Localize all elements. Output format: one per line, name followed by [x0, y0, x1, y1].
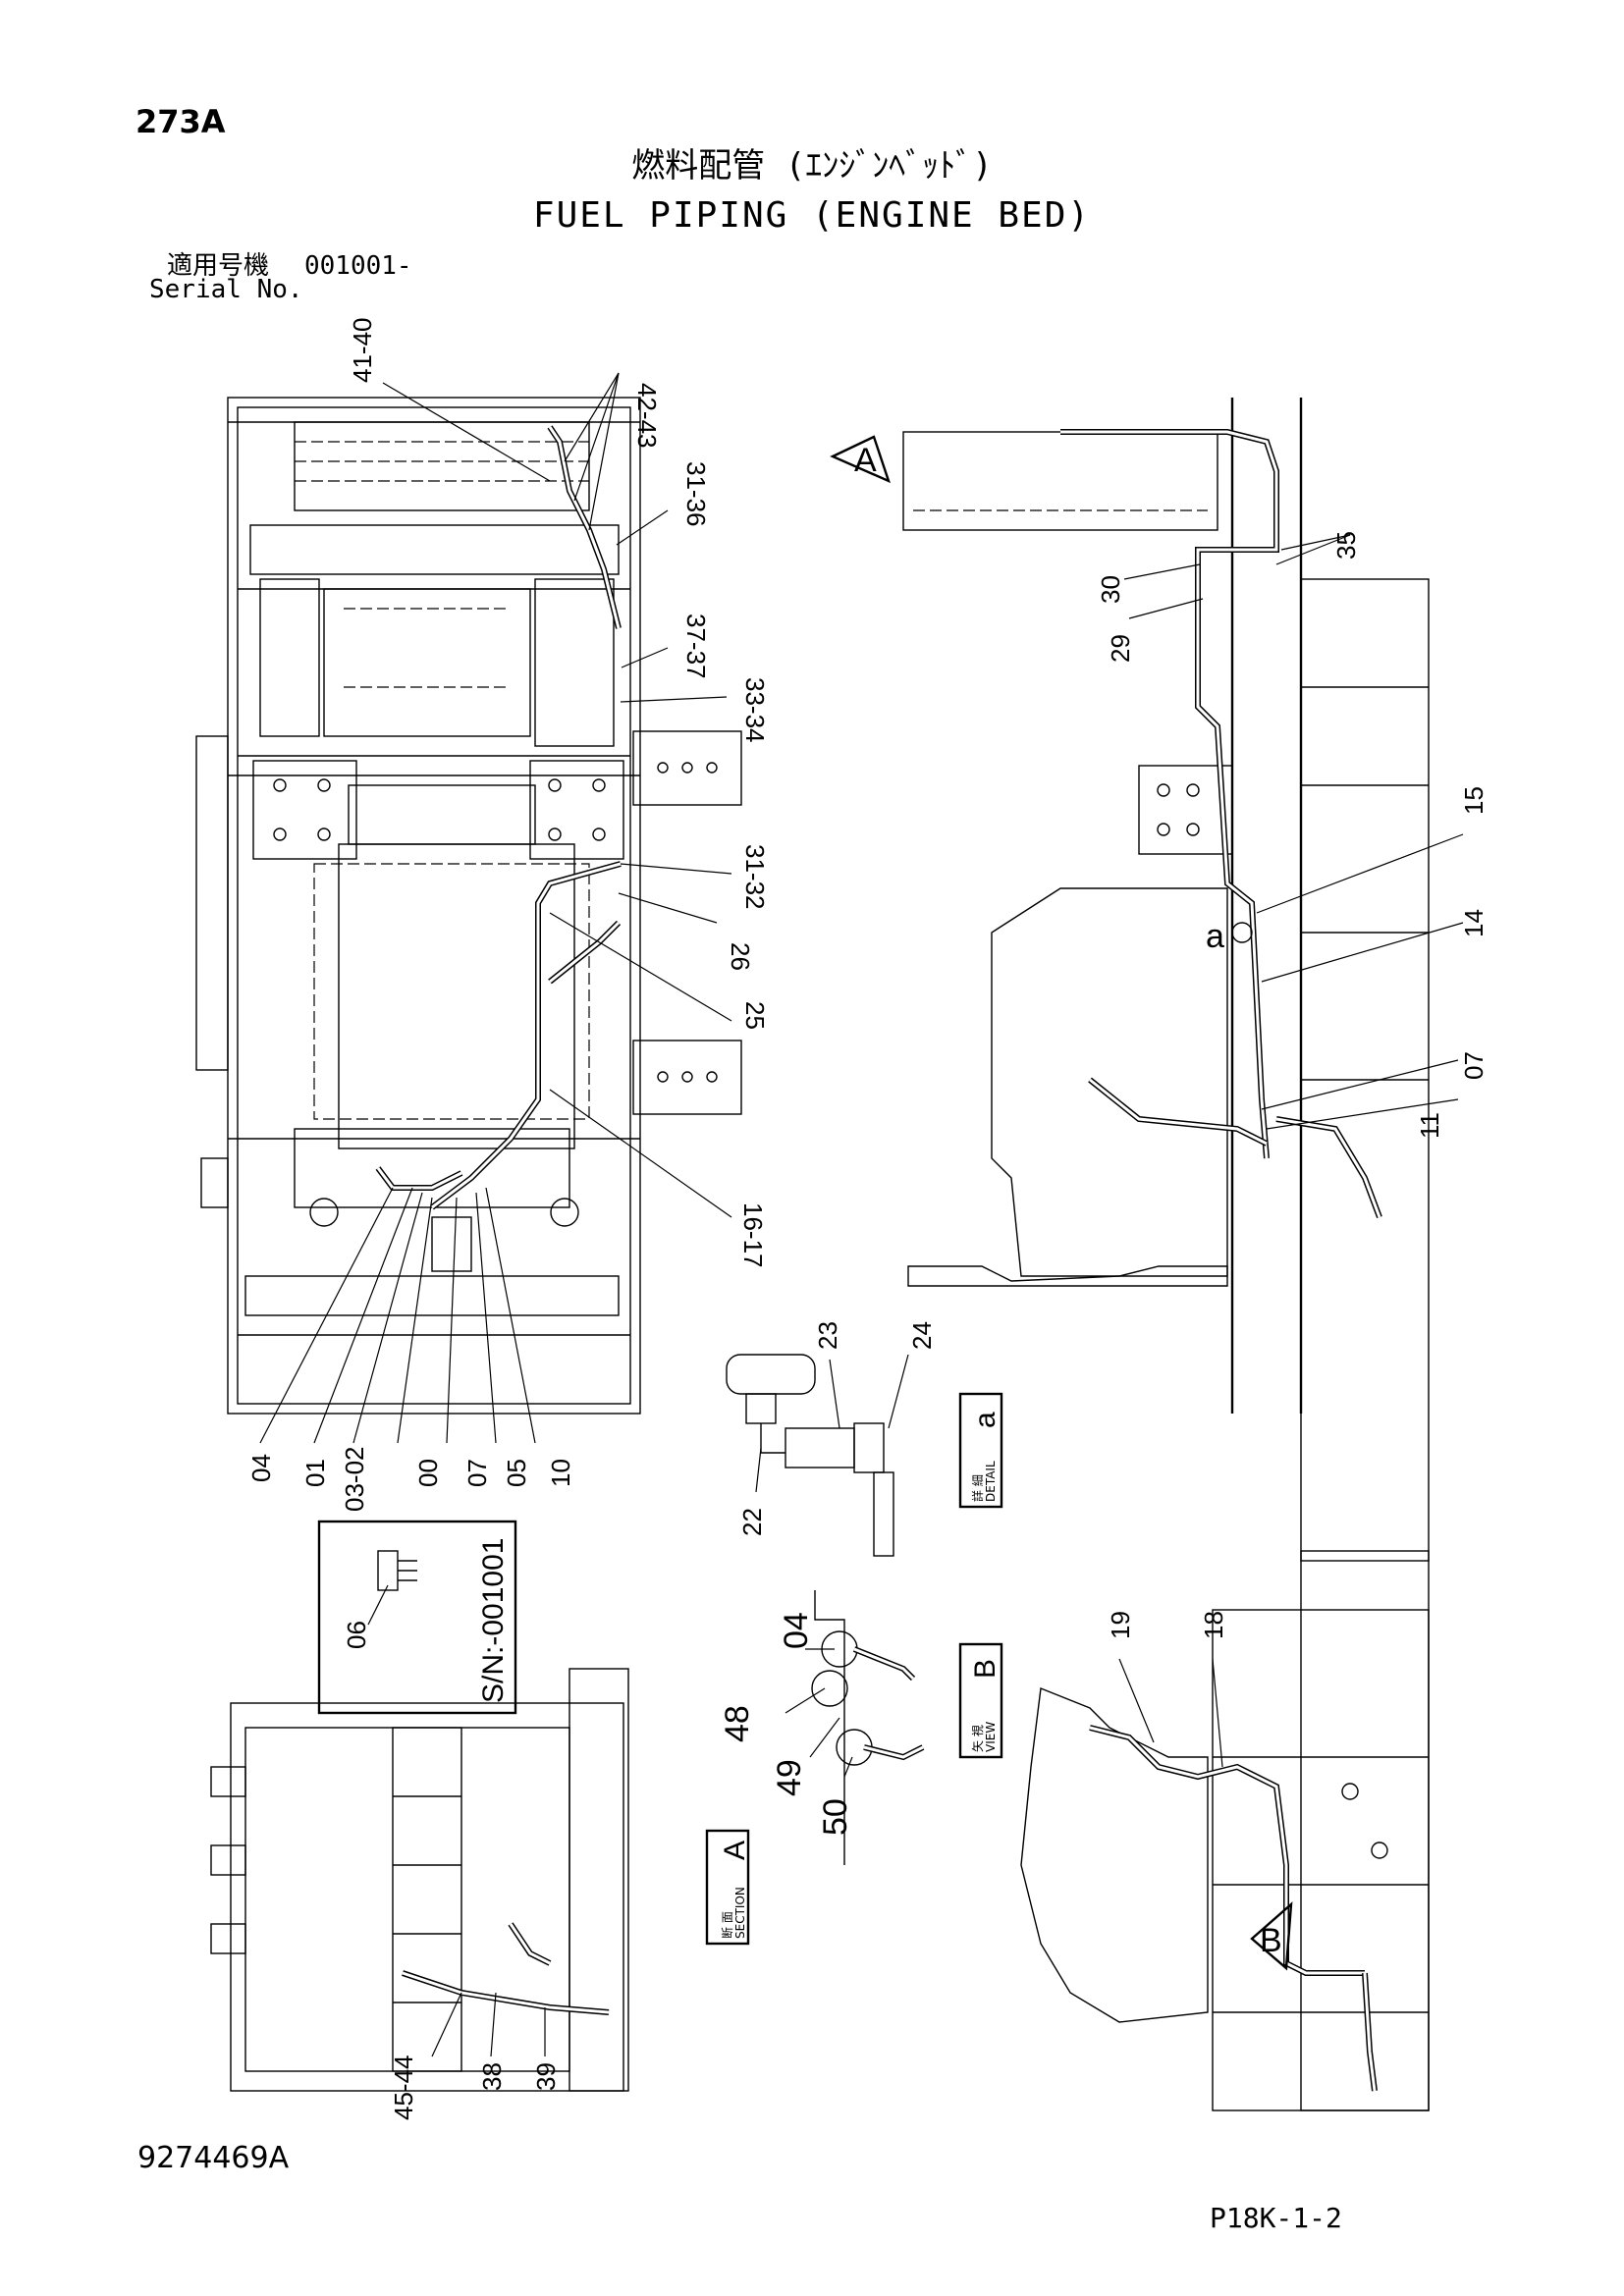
sheet-code: P18K-1-2: [1210, 2202, 1342, 2234]
callout-42-43: 42-43: [632, 383, 662, 449]
title-english: FUEL PIPING (ENGINE BED): [532, 195, 1092, 236]
callout-22: 22: [737, 1508, 767, 1536]
detail-a-en: DETAIL: [984, 1461, 998, 1502]
callout-31-36: 31-36: [681, 461, 711, 527]
callout-48: 48: [719, 1705, 756, 1742]
document-number: 9274469A: [137, 2141, 290, 2175]
side-view-callouts: 35 30 29 15 14 07 11: [1096, 531, 1489, 1139]
serial-box-label: S/N:-001001: [477, 1538, 510, 1703]
callout-24: 24: [907, 1321, 937, 1350]
plan-view-engine-bed: [195, 397, 742, 1415]
arrow-b-label: B: [1260, 1922, 1282, 1959]
callout-38: 38: [477, 2062, 507, 2091]
callout-19: 19: [1106, 1611, 1135, 1639]
right-bottom-view: 19 18 B: [1020, 1550, 1430, 2111]
view-b-fittings: 04 48 49 50 矢 視 VIEW B: [719, 1590, 1003, 1865]
callout-10: 10: [546, 1459, 575, 1487]
callout-14: 14: [1459, 909, 1489, 937]
callout-41-40: 41-40: [348, 318, 377, 384]
callout-29: 29: [1106, 634, 1135, 663]
detail-a-jp: 詳 細: [970, 1474, 985, 1502]
arrow-a-label: A: [854, 442, 877, 479]
callout-16-17: 16-17: [738, 1202, 768, 1268]
view-b-en: VIEW: [984, 1722, 998, 1752]
serial-label-japanese: 適用号機: [167, 251, 270, 281]
callout-30: 30: [1096, 575, 1125, 604]
view-b-letter: B: [969, 1659, 1001, 1679]
callout-49: 49: [771, 1759, 808, 1796]
plan-view-leaders: [259, 372, 732, 1444]
callout-07: 07: [462, 1459, 492, 1487]
callout-26: 26: [726, 942, 755, 971]
callout-11: 11: [1415, 1112, 1444, 1139]
section-a-en: SECTION: [733, 1887, 747, 1939]
callout-01: 01: [300, 1459, 330, 1487]
callout-39: 39: [531, 2062, 561, 2091]
section-a-letter: A: [719, 1841, 751, 1860]
detail-a-marker: a: [1206, 918, 1224, 955]
view-b-jp: 矢 視: [970, 1725, 985, 1752]
serial-number-inset: 06 S/N:-001001: [317, 1520, 517, 1715]
callout-03-02: 03-02: [340, 1447, 369, 1513]
callout-07-right: 07: [1459, 1051, 1489, 1080]
plan-view-callouts: 41-40 42-43 31-36 37-37 33-34 31-32 26 2…: [246, 318, 770, 1513]
callout-37-37: 37-37: [681, 614, 711, 679]
serial-value: 001001-: [304, 251, 412, 281]
section-a-jp: 断 面: [720, 1911, 734, 1939]
callout-18: 18: [1199, 1611, 1228, 1639]
callout-15: 15: [1459, 786, 1489, 815]
callout-04-view-b: 04: [778, 1612, 815, 1649]
detail-a-view: 23 24 22 詳 細 DETAIL a: [726, 1321, 1003, 1557]
callout-25: 25: [740, 1001, 770, 1030]
detail-a-letter: a: [969, 1412, 1001, 1428]
callout-45-44: 45-44: [389, 2056, 418, 2121]
callout-23: 23: [813, 1321, 842, 1350]
page-number: 273A: [135, 103, 226, 140]
side-view-right: A a: [830, 398, 1430, 1562]
callout-31-32: 31-32: [740, 844, 770, 910]
title-japanese: 燃料配管 (ｴﾝｼﾞﾝﾍﾞｯﾄﾞ): [631, 146, 993, 186]
section-a-view: 45-44 38 39 断 面 SECTION A: [210, 1668, 751, 2121]
callout-04: 04: [246, 1454, 276, 1482]
callout-00: 00: [413, 1459, 443, 1487]
callout-06: 06: [342, 1621, 371, 1649]
callout-33-34: 33-34: [740, 677, 770, 743]
callout-35: 35: [1331, 531, 1361, 560]
callout-05: 05: [502, 1459, 531, 1487]
serial-label-english: Serial No.: [149, 275, 303, 304]
callout-50: 50: [817, 1798, 854, 1836]
